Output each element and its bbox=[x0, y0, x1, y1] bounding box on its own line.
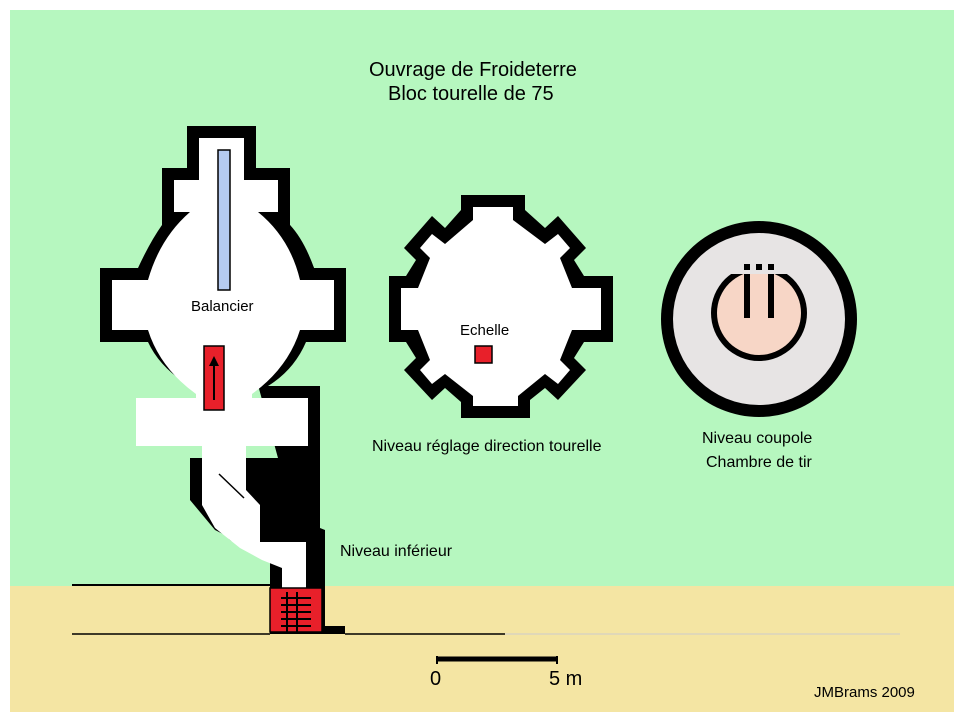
label-echelle: Echelle bbox=[460, 322, 509, 339]
ground-area bbox=[10, 586, 954, 712]
ladder-arrow-head bbox=[209, 356, 219, 366]
coupole-turret-floor bbox=[717, 271, 801, 355]
reglage-level-room bbox=[401, 207, 601, 406]
title-line-2: Bloc tourelle de 75 bbox=[388, 83, 554, 105]
label-niveau-coupole: Niveau coupole bbox=[702, 430, 812, 447]
balancier-bar bbox=[217, 149, 231, 291]
coupole-gun-barrels bbox=[744, 264, 774, 318]
scale-label-start: 0 bbox=[430, 668, 441, 690]
coupole-level-plan bbox=[661, 221, 857, 417]
label-niveau-inferieur: Niveau inférieur bbox=[340, 543, 453, 560]
label-niveau-reglage: Niveau réglage direction tourelle bbox=[372, 438, 602, 455]
ladder-lower-rungs bbox=[281, 592, 311, 632]
label-balancier: Balancier bbox=[191, 298, 254, 315]
lower-level-plan bbox=[100, 126, 346, 634]
scale-label-end: 5 m bbox=[549, 668, 582, 690]
door-line bbox=[218, 473, 245, 499]
title-line-1: Ouvrage de Froideterre bbox=[369, 59, 577, 81]
label-chambre-de-tir: Chambre de tir bbox=[706, 454, 812, 471]
credit-text: JMBrams 2009 bbox=[814, 684, 915, 701]
echelle-marker bbox=[474, 345, 493, 364]
reglage-level-plan bbox=[389, 195, 613, 418]
